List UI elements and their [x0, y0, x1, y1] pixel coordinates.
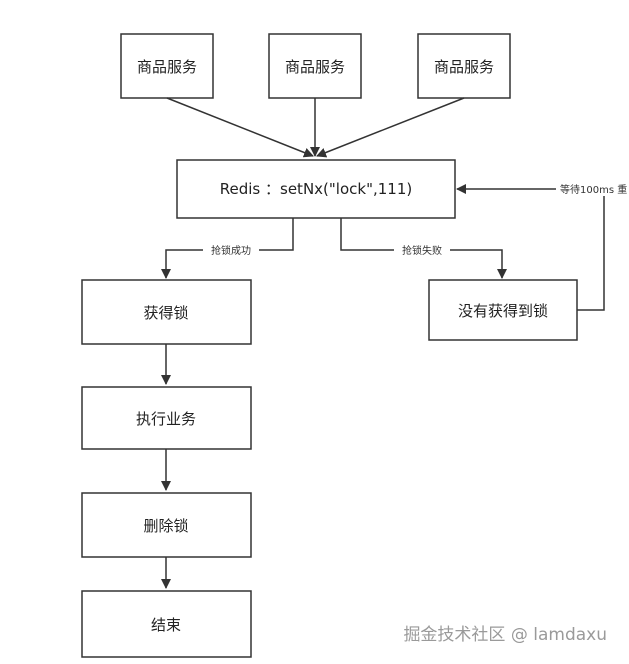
got-lock-label: 获得锁 [143, 304, 188, 322]
service-node-2-label: 商品服务 [285, 58, 345, 76]
got-lock-node: 获得锁 [81, 279, 252, 345]
redis-setnx-label: Redis ：setNx("lock",111) [220, 180, 412, 198]
no-lock-node: 没有获得到锁 [428, 279, 578, 341]
execute-label: 执行业务 [136, 410, 196, 428]
delete-lock-node: 删除锁 [81, 492, 252, 558]
service-node-3: 商品服务 [417, 33, 511, 99]
service-node-1-label: 商品服务 [137, 58, 197, 76]
delete-lock-label: 删除锁 [143, 517, 188, 535]
service-node-1: 商品服务 [120, 33, 214, 99]
edge-service3-redis [316, 97, 465, 158]
edge-retry-label: 等待100ms 重 [560, 183, 627, 196]
service-node-3-label: 商品服务 [434, 58, 494, 76]
no-lock-label: 没有获得到锁 [458, 302, 548, 320]
end-node: 结束 [81, 590, 252, 658]
edge-lock-fail-label-bg [394, 244, 450, 257]
watermark: 掘金技术社区 @ lamdaxu [403, 625, 607, 645]
execute-node: 执行业务 [81, 386, 252, 450]
edge-retry-label-bg [556, 183, 629, 196]
edge-retry [456, 184, 605, 311]
edge-service1-redis [166, 97, 314, 158]
redis-setnx-node: Redis ：setNx("lock",111) [176, 159, 456, 219]
edge-lock-fail-label: 抢锁失败 [402, 244, 442, 257]
service-node-2: 商品服务 [268, 33, 362, 99]
edge-lock-success-label-bg [203, 244, 259, 257]
end-label: 结束 [151, 616, 181, 634]
edge-lock-success-label: 抢锁成功 [211, 244, 251, 257]
